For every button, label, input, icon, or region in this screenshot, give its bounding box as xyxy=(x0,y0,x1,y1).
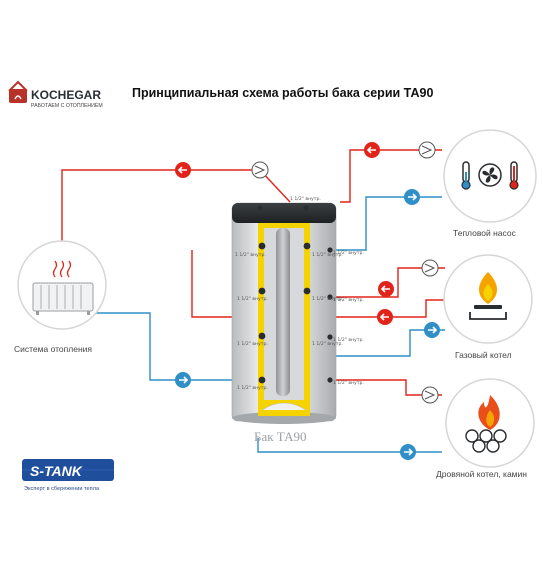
heating-system: Система отопления xyxy=(14,240,107,354)
port-label: 1 1/2" внутр. xyxy=(237,385,268,391)
hot-pipe-heatpump xyxy=(340,149,442,203)
tank: Бак ТА90 xyxy=(231,202,337,444)
kochegar-logo: KOCHEGAR РАБОТАЕМ С ОТОПЛЕНИЕМ xyxy=(8,80,103,109)
port-label: 1 1/2" внутр. xyxy=(312,296,343,302)
logo-tagline: РАБОТАЕМ С ОТОПЛЕНИЕМ xyxy=(31,103,103,109)
heat-pump: Тепловой насос xyxy=(443,129,537,238)
brand-name: S-TANK xyxy=(30,463,83,479)
pump-icon xyxy=(421,259,439,277)
logo-name: KOCHEGAR xyxy=(31,88,101,102)
wood-boiler-label: Дровяной котел, камин xyxy=(436,469,527,479)
gas-boiler: Газовый котел xyxy=(443,254,533,360)
port-label: 1 1/2" внутр. xyxy=(235,252,266,258)
port-label: 1 1/2" внутр. xyxy=(333,250,364,256)
house-icon xyxy=(8,80,28,103)
arrow-left-icon xyxy=(377,309,393,325)
thermometer-icon xyxy=(509,161,519,190)
cold-pipe-heatpump xyxy=(330,196,442,251)
thermometer-icon xyxy=(461,161,471,190)
tank-cap xyxy=(232,203,336,223)
s-tank-logo: S-TANK Эксперт в сбережении тепла xyxy=(22,459,114,492)
flow-arrows xyxy=(175,142,440,460)
hot-pipe-heating xyxy=(61,169,291,252)
tank-label: Бак ТА90 xyxy=(254,429,306,444)
flame-icon xyxy=(469,272,507,320)
tank-ports xyxy=(257,205,333,384)
port-label: 1 1/2" внутр. xyxy=(237,341,268,347)
arrow-right-icon xyxy=(424,322,440,338)
pump-icon xyxy=(251,161,269,179)
hot-pipe-gas-upper xyxy=(191,250,445,318)
fan-icon xyxy=(478,163,502,187)
arrow-right-icon xyxy=(404,189,420,205)
pump-icon xyxy=(421,386,439,404)
port-label: 1 1/2" внутр. xyxy=(312,252,343,258)
cold-pipe-wood xyxy=(257,438,442,453)
port-label: 1 1/2" внутр. xyxy=(237,296,268,302)
wood-boiler: Дровяной котел, камин xyxy=(436,378,535,479)
heat-pump-label: Тепловой насос xyxy=(453,228,517,238)
inner-tube xyxy=(276,228,290,396)
port-label: 1 1/2" внутр. xyxy=(333,297,364,303)
port-label: 1 1/2" внутр. xyxy=(290,196,321,202)
page-title: Принципиальная схема работы бака серии Т… xyxy=(132,86,433,100)
pump-icon xyxy=(418,141,436,159)
cold-pipe-heating xyxy=(62,312,258,381)
brand-tagline: Эксперт в сбережении тепла xyxy=(24,486,100,492)
arrow-right-icon xyxy=(400,444,416,460)
gas-boiler-label: Газовый котел xyxy=(455,350,512,360)
arrow-left-icon xyxy=(175,162,191,178)
arrow-right-icon xyxy=(175,372,191,388)
port-label: 1 1/2" внутр. xyxy=(333,380,364,386)
arrow-left-icon xyxy=(378,281,394,297)
heating-system-label: Система отопления xyxy=(14,344,92,354)
port-label: 1 1/2" внутр. xyxy=(312,341,343,347)
radiator-icon xyxy=(32,260,94,315)
arrow-left-icon xyxy=(364,142,380,158)
port-label: 1 1/2" внутр. xyxy=(333,337,364,343)
port-labels: 1 1/2" внутр. 1 1/2" внутр. 1 1/2" внутр… xyxy=(235,196,364,391)
fire-wood-icon xyxy=(465,395,507,453)
